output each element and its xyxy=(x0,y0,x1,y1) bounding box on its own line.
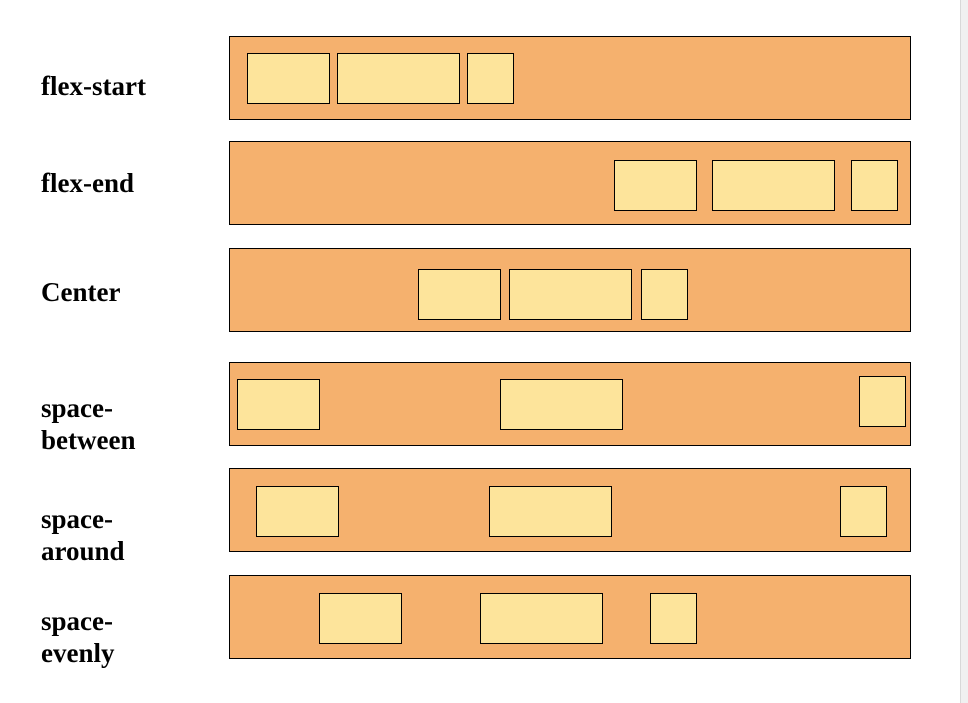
flex-item-1 xyxy=(237,379,320,430)
container-space-around xyxy=(229,468,911,552)
flex-item-1 xyxy=(418,269,501,320)
flex-item-2 xyxy=(480,593,603,644)
flex-item-1 xyxy=(256,486,339,537)
container-flex-start xyxy=(229,36,911,120)
flex-item-3 xyxy=(467,53,514,104)
flex-item-3 xyxy=(851,160,898,211)
flex-item-2 xyxy=(500,379,623,430)
label-space-around: space- around xyxy=(41,504,125,566)
flex-item-3 xyxy=(840,486,887,537)
container-space-between xyxy=(229,362,911,446)
container-center xyxy=(229,248,911,332)
flex-item-2 xyxy=(489,486,612,537)
label-flex-end: flex-end xyxy=(41,168,134,198)
label-center: Center xyxy=(41,277,121,307)
container-space-evenly xyxy=(229,575,911,659)
flex-item-3 xyxy=(859,376,906,427)
flex-item-3 xyxy=(641,269,688,320)
flex-item-1 xyxy=(614,160,697,211)
label-flex-start: flex-start xyxy=(41,71,146,101)
flex-item-2 xyxy=(712,160,835,211)
label-space-between: space- between xyxy=(41,393,136,455)
flex-item-1 xyxy=(319,593,402,644)
flex-item-2 xyxy=(337,53,460,104)
flex-item-3 xyxy=(650,593,697,644)
flex-item-1 xyxy=(247,53,330,104)
container-flex-end xyxy=(229,141,911,225)
scrollbar-gutter xyxy=(960,0,968,703)
label-space-evenly: space- evenly xyxy=(41,606,115,668)
flex-item-2 xyxy=(509,269,632,320)
